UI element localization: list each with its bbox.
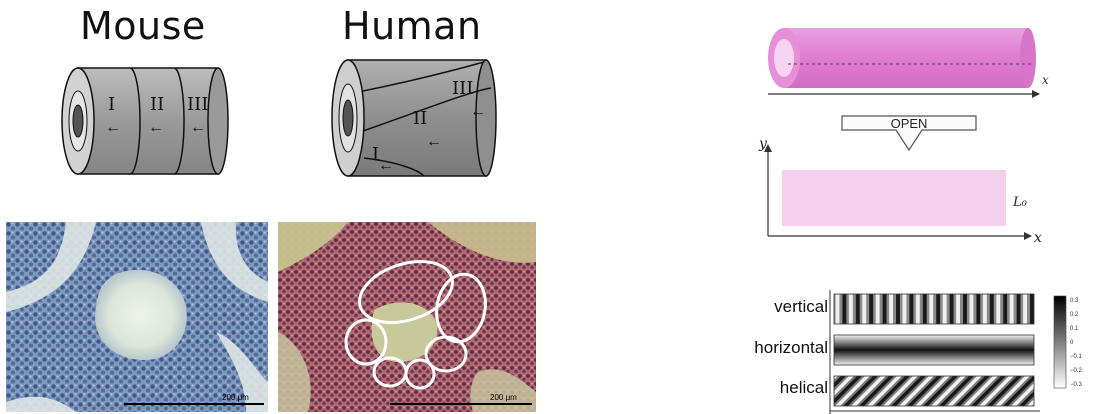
human-segment-label: II — [413, 108, 427, 129]
sheet-y-label: y — [758, 136, 768, 152]
human-cylinder-diagram: III II I ← ← ← — [328, 52, 500, 184]
colorbar-tick: −0.2 — [1070, 368, 1083, 374]
scale-bar-label: 200 μm — [222, 393, 249, 402]
pattern-label-vertical: vertical — [774, 297, 828, 316]
helical-pattern-strip — [834, 376, 1034, 406]
colorbar-tick: 0.2 — [1070, 312, 1079, 318]
pattern-labels: vertical horizontal helical — [716, 286, 834, 414]
mouse-tubule-lumen — [95, 270, 187, 360]
mouse-segment-label: I — [108, 94, 115, 115]
mouse-segment-label: III — [187, 94, 208, 115]
arrow-left-icon: ← — [426, 133, 442, 150]
colorbar-tick: 0.1 — [1070, 326, 1079, 332]
scale-bar-label: 200 μm — [490, 393, 517, 402]
human-histology-image: 200 μm — [278, 222, 536, 412]
colorbar: 0.3 0.2 0.1 0 −0.1 −0.2 −0.3 — [1050, 292, 1094, 392]
arrow-left-icon: ← — [378, 157, 394, 174]
arrow-left-icon: ← — [105, 119, 121, 136]
mouse-title: Mouse — [80, 4, 206, 48]
sheet-length-label: L₀ — [1012, 195, 1028, 210]
colorbar-tick: −0.3 — [1070, 382, 1083, 388]
colorbar-tick: 0 — [1070, 340, 1074, 346]
tube-x-label: x — [1042, 73, 1049, 87]
human-title: Human — [342, 4, 482, 48]
arrow-left-icon: ← — [470, 103, 486, 120]
horizontal-pattern-strip — [834, 335, 1034, 365]
sheet-rectangle — [782, 170, 1006, 226]
mouse-histology-image: 200 μm — [6, 222, 268, 412]
pattern-strips — [826, 290, 1046, 414]
human-lumen — [343, 100, 353, 136]
pattern-label-helical: helical — [780, 378, 828, 397]
vertical-pattern-strip — [834, 294, 1034, 324]
tube-body — [784, 28, 1028, 88]
human-segment-label: III — [452, 78, 473, 99]
colorbar-tick: −0.1 — [1070, 354, 1083, 360]
arrow-left-icon: ← — [148, 119, 164, 136]
tube-diagram: x — [760, 22, 1060, 104]
pattern-label-horizontal: horizontal — [754, 338, 828, 357]
sheet-diagram: y x L₀ — [756, 132, 1056, 244]
colorbar-gradient — [1054, 296, 1066, 388]
mouse-segment-label: II — [150, 94, 164, 115]
sheet-x-label: x — [1034, 230, 1042, 244]
mouse-cylinder-diagram: I II III ← ← ← — [60, 62, 230, 180]
open-label: OPEN — [891, 116, 928, 131]
mouse-lumen — [73, 105, 83, 137]
arrow-left-icon: ← — [190, 119, 206, 136]
colorbar-tick: 0.3 — [1070, 298, 1079, 304]
